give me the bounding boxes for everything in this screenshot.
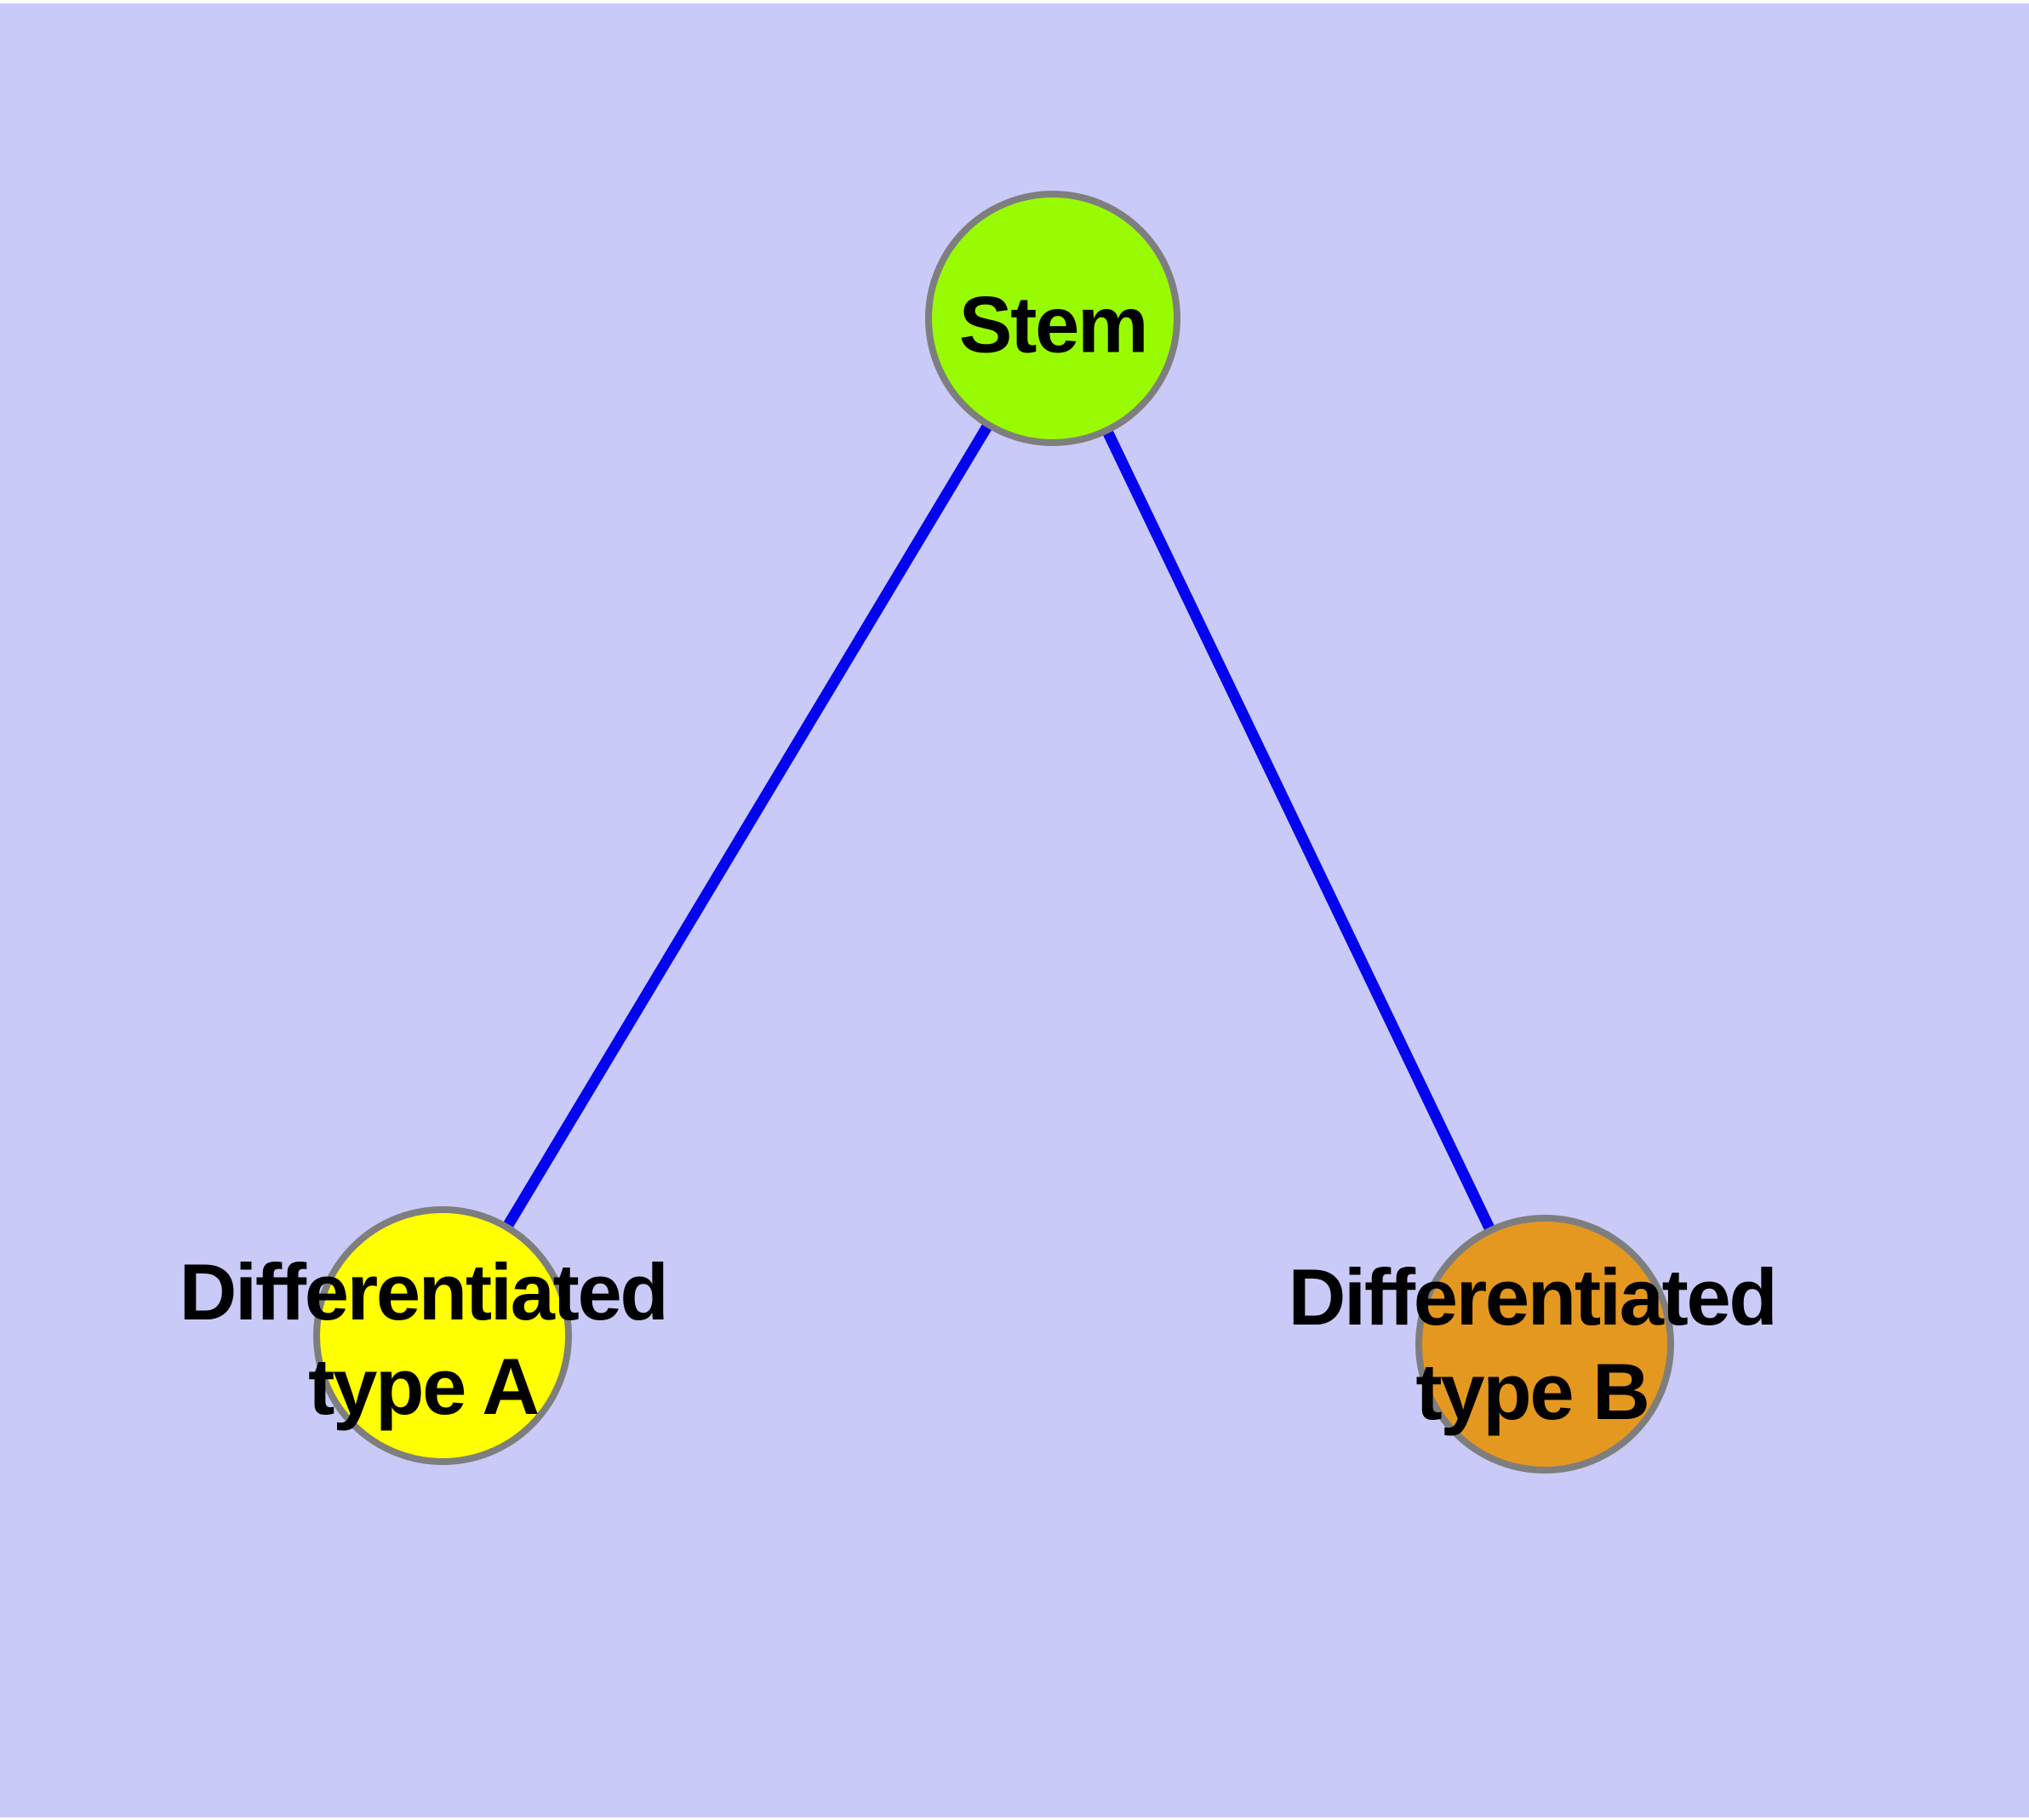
edge-stem-to-type-a bbox=[439, 314, 1058, 1335]
node-differentiated-type-a[interactable] bbox=[313, 1206, 572, 1465]
node-stem-label: Stem bbox=[958, 279, 1149, 369]
node-differentiated-type-b-label: Differentiated type B bbox=[1288, 1252, 1778, 1436]
edge-stem-to-type-b bbox=[1048, 314, 1548, 1342]
node-stem[interactable] bbox=[925, 191, 1180, 446]
node-differentiated-type-a-label: Differentiated type A bbox=[179, 1247, 669, 1431]
node-differentiated-type-b[interactable] bbox=[1415, 1215, 1674, 1474]
edge-layer bbox=[439, 314, 1548, 1342]
